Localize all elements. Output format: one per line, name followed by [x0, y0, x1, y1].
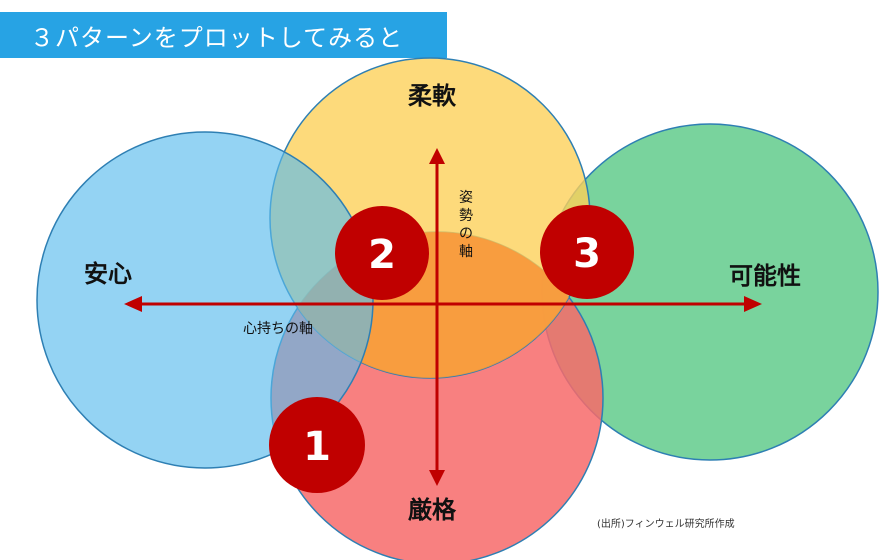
- svg-text:1: 1: [303, 424, 331, 470]
- vertical-axis-label: 姿 勢 の 軸: [459, 190, 473, 260]
- svg-text:姿: 姿: [459, 190, 473, 206]
- horizontal-axis: [124, 296, 762, 312]
- axis-arrow-left: [124, 296, 142, 312]
- pattern-marker-2: 2: [335, 206, 429, 300]
- horizontal-axis-label: 心持ちの軸: [243, 321, 313, 337]
- label-bottom: 厳格: [408, 496, 457, 524]
- svg-text:軸: 軸: [459, 244, 473, 260]
- svg-text:の: の: [459, 226, 473, 242]
- axis-arrow-down: [429, 470, 445, 486]
- circle-left: [36, 131, 374, 469]
- label-top: 柔軟: [408, 82, 457, 110]
- pattern-marker-1: 1: [269, 397, 365, 493]
- axis-arrow-right: [744, 296, 762, 312]
- vertical-axis: [429, 148, 445, 486]
- svg-text:3: 3: [573, 231, 601, 277]
- page-title: ３パターンをプロットしてみると: [30, 23, 404, 52]
- title-banner: ３パターンをプロットしてみると: [0, 12, 447, 58]
- svg-text:2: 2: [368, 232, 396, 278]
- label-right: 可能性: [729, 262, 801, 290]
- source-note: (出所)フィンウェル研究所作成: [597, 517, 735, 530]
- label-left: 安心: [84, 260, 132, 288]
- svg-text:勢: 勢: [459, 208, 473, 224]
- pattern-marker-3: 3: [540, 205, 634, 299]
- axis-arrow-up: [429, 148, 445, 164]
